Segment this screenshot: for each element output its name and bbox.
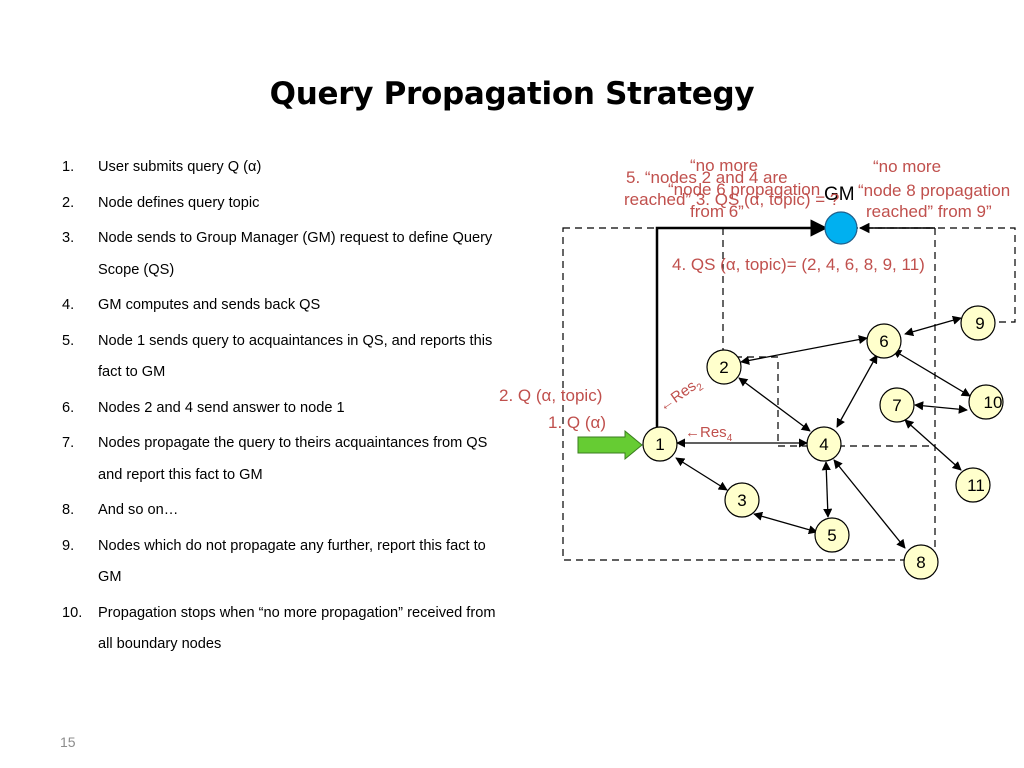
- node-label: 11: [967, 476, 985, 495]
- step-text: Node 1 sends query to acquaintances in Q…: [98, 332, 493, 381]
- node-label: 8: [916, 553, 925, 572]
- node1-gm-line: [655, 219, 828, 442]
- list-item: 3. Node sends to Group Manager (GM) reque…: [58, 223, 498, 286]
- annotation-from-6: from 6”: [690, 202, 744, 221]
- annotation-node-6-propagation: “node 6 propagation: [668, 180, 820, 199]
- step-number: 2.: [62, 194, 75, 211]
- node-label: 6: [879, 332, 888, 351]
- node-label: 5: [827, 526, 836, 545]
- annotation-reached-from-9: reached” from 9”: [866, 202, 992, 221]
- edge-4-5: [821, 461, 833, 518]
- node-1: [642, 426, 678, 462]
- node-6: [866, 323, 902, 359]
- node-7: [879, 387, 915, 423]
- step-number: 3.: [62, 230, 75, 246]
- node-label: 2: [719, 358, 728, 377]
- step-number: 10.: [62, 604, 83, 621]
- step-number: 7.: [62, 435, 75, 451]
- gm-node: [824, 211, 858, 245]
- step-text: Node sends to Group Manager (GM) request…: [98, 230, 493, 278]
- list-item: 5. Node 1 sends query to acquaintances in…: [58, 326, 498, 389]
- annotation-res2: ←Res2: [656, 374, 707, 418]
- edge-2-6: [740, 335, 868, 365]
- edge-7-11: [904, 419, 962, 471]
- step-text: Nodes 2 and 4 send answer to node 1: [98, 399, 345, 416]
- node-label: 10: [984, 393, 1003, 412]
- step-number: 5.: [62, 332, 75, 349]
- right-scope-line: [866, 227, 1016, 323]
- node-11: [955, 467, 991, 503]
- edge-1-3: [675, 457, 728, 491]
- edge-2-4: [738, 377, 811, 432]
- step-number: 4.: [62, 297, 75, 313]
- edge-7-10: [914, 401, 968, 414]
- step-number: 9.: [62, 537, 75, 554]
- res2-text: ←Res: [656, 377, 700, 415]
- edges: [675, 315, 971, 549]
- res4-subscript: 4: [727, 433, 733, 444]
- node-label: 3: [737, 491, 746, 510]
- step-text: Nodes propagate the query to theirs acqu…: [98, 435, 488, 483]
- node-label: 7: [892, 396, 901, 415]
- annotation-no-more-left: “no more: [690, 156, 758, 175]
- annotation-qs-request: reached” 3. QS (α, topic) = ?: [624, 190, 839, 209]
- step-text: User submits query Q (α): [98, 159, 262, 175]
- annotation-query-alpha: 1. Q (α): [548, 413, 606, 432]
- list-item: 7. Nodes propagate the query to theirs ac…: [58, 428, 498, 491]
- annotations: “no more 5. “nodes 2 and 4 are “node 6 p…: [499, 156, 1010, 444]
- gm-label: GM: [824, 184, 855, 205]
- step-text: Propagation stops when “no more propagat…: [98, 604, 496, 653]
- edge-4-6: [836, 354, 878, 428]
- list-item: 2. Node defines query topic: [58, 188, 498, 220]
- list-item: 4. GM computes and sends back QS: [58, 290, 498, 322]
- node-3: [724, 482, 760, 518]
- list-item: 6. Nodes 2 and 4 send answer to node 1: [58, 393, 498, 425]
- slide-number: 15: [60, 734, 76, 750]
- annotation-res4: ←Res4: [685, 424, 733, 444]
- step-text: GM computes and sends back QS: [98, 297, 321, 313]
- res4-text: ←Res: [685, 424, 727, 441]
- step-number: 1.: [62, 159, 75, 175]
- list-item: 8. And so on…: [58, 495, 498, 527]
- node-labels: 1 2 3 4 5 6 7 8 9 10 11: [655, 314, 1002, 572]
- node-2: [706, 349, 742, 385]
- peer-nodes: [642, 305, 1004, 580]
- slide-title: Query Propagation Strategy: [269, 76, 755, 112]
- edge-3-5: [753, 511, 818, 535]
- node-4: [806, 426, 842, 462]
- res2-subscript: 2: [695, 381, 706, 393]
- annotation-res2-group: ←Res2: [656, 374, 707, 418]
- edge-4-8: [833, 459, 906, 549]
- node-label: 1: [655, 435, 664, 454]
- steps-list: 1. User submits query Q (α) 2. Node define…: [58, 152, 498, 665]
- node-5: [814, 517, 850, 553]
- list-item: 10. Propagation stops when “no more propa…: [58, 598, 498, 661]
- node-label: 9: [975, 314, 984, 333]
- step-text: Nodes which do not propagate any further…: [98, 537, 486, 586]
- annotation-no-more-right: “no more: [873, 157, 941, 176]
- list-item: 9. Nodes which do not propagate any furth…: [58, 531, 498, 594]
- step-number: 6.: [62, 399, 75, 416]
- node-8: [903, 544, 939, 580]
- annotation-qs-result: 4. QS (α, topic)= (2, 4, 6, 8, 9, 11): [672, 255, 925, 274]
- annotation-node-8-propagation: “node 8 propagation: [858, 181, 1010, 200]
- step-text: Node defines query topic: [98, 194, 260, 211]
- edge-6-9: [904, 315, 962, 337]
- edge-6-10: [892, 349, 971, 397]
- step-text: And so on…: [98, 502, 179, 518]
- query-scope-boundaries: [562, 227, 1016, 561]
- query-input-arrow: [577, 429, 643, 461]
- annotation-query-topic: 2. Q (α, topic): [499, 386, 602, 405]
- gm-link: [655, 219, 935, 442]
- node-9: [960, 305, 996, 341]
- annotation-nodes-2-4: 5. “nodes 2 and 4 are: [626, 168, 788, 187]
- node-10: [968, 384, 1004, 420]
- list-item: 1. User submits query Q (α): [58, 152, 498, 184]
- node-label: 4: [819, 435, 828, 454]
- step-number: 8.: [62, 502, 75, 518]
